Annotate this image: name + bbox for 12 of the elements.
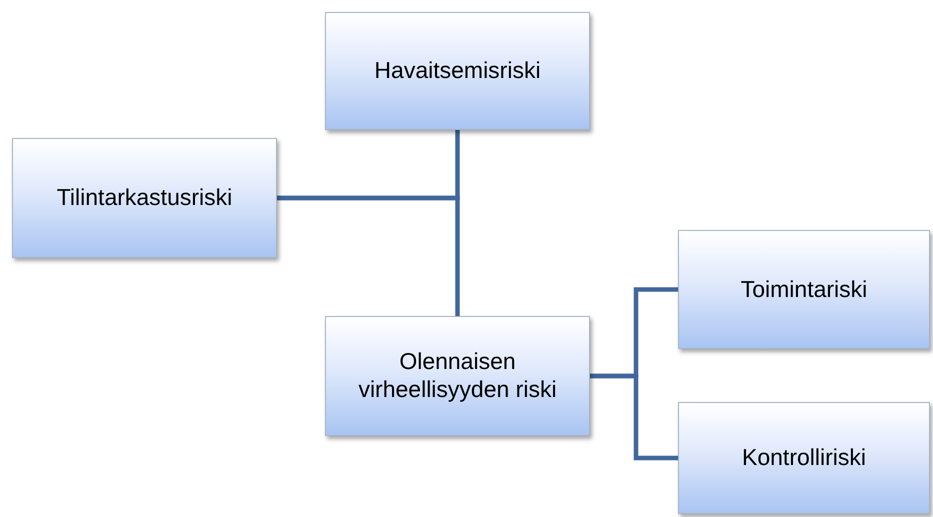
process-box <box>325 12 590 130</box>
box-label: Olennaisen virheellisyyden riski <box>357 348 558 404</box>
process-box <box>678 402 930 514</box>
connector-line <box>277 196 460 316</box>
box-label: Toimintariski <box>740 276 868 304</box>
process-box <box>678 230 930 349</box>
box-label: Kontrolliriski <box>742 444 866 472</box>
box-label: Havaitsemisriski <box>374 57 541 85</box>
process-box <box>325 316 590 436</box>
connector-line <box>590 374 678 460</box>
process-box <box>12 138 277 258</box>
box-label: Tilintarkastusriski <box>56 184 232 212</box>
